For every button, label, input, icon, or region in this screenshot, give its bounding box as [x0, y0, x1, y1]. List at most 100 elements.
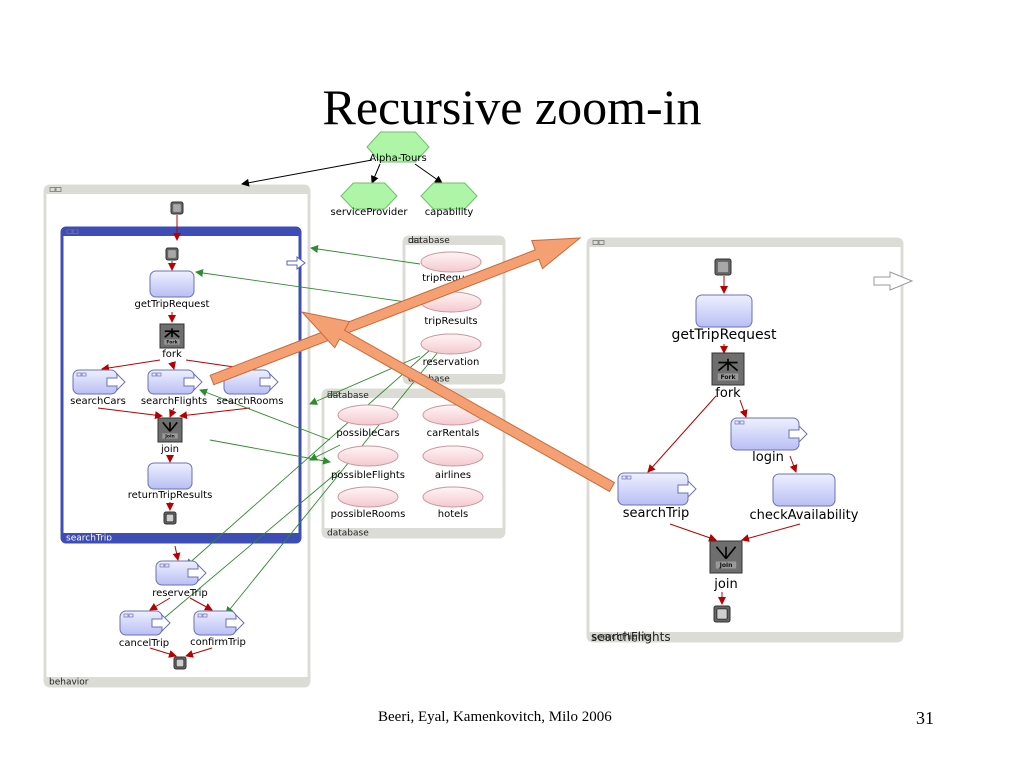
zoom-collapse-icon — [873, 271, 914, 291]
capability-node-shape — [420, 182, 478, 210]
search-trip-end — [163, 511, 177, 525]
service-provider-node-label: serviceProvider — [331, 207, 409, 218]
link-root-service — [371, 163, 381, 184]
search-trip-collapse-icon — [286, 256, 306, 270]
node-search-flights-label: searchFlights — [141, 396, 207, 407]
node-reserve-trip-label: reserveTrip — [152, 588, 207, 599]
node-return-trip-results-box — [147, 462, 193, 490]
zoom-join-glyph: Join — [719, 562, 733, 569]
behavior-start — [170, 201, 184, 215]
node-search-rooms-label: searchRooms — [217, 396, 284, 407]
node-fork-label: fork — [162, 349, 182, 360]
db-car-rentals-label: carRentals — [427, 428, 480, 439]
behavior-container-label: behavior — [49, 678, 89, 688]
data-behavior-flights — [309, 444, 341, 461]
zoom-arrow-back — [300, 311, 616, 493]
node-confirm-trip-label: confirmTrip — [190, 637, 246, 648]
zoom-search-trip-label: searchTrip — [623, 506, 689, 521]
zoom-login-expand-icon — [788, 424, 808, 444]
db-hotels-shape — [422, 486, 484, 508]
db-possible-rooms-shape — [337, 486, 399, 508]
node-get-trip-request-label: getTripRequest — [135, 299, 210, 310]
flow-reserve-confirm — [189, 597, 213, 611]
node-join: Join join — [157, 417, 183, 455]
node-search-flights-expand-icon — [183, 372, 203, 392]
zoom-check-availability: checkAvailability — [750, 473, 859, 523]
db-possible-flights-label: possibleFlights — [331, 470, 405, 481]
zoom-login: login — [730, 417, 808, 465]
zflow-check-join — [741, 523, 801, 542]
node-get-trip-request-box — [149, 270, 195, 298]
search-flights-container-label: searchFlights — [592, 633, 652, 643]
database-bottom-container-label: database — [327, 529, 369, 539]
node-cancel-trip-expand-icon — [151, 613, 171, 633]
zflow-search-join — [669, 523, 717, 542]
zoom-fork-label: fork — [715, 386, 741, 401]
zoom-arrow-to-detail — [209, 237, 582, 386]
node-confirm-trip: confirmTrip — [190, 610, 246, 648]
node-confirm-trip-expand-icon — [225, 613, 245, 633]
database-top-header: database — [408, 236, 450, 246]
zoom-get-trip-request-label: getTripRequest — [672, 327, 777, 343]
db-trip-request: tripRequest — [420, 251, 482, 284]
db-airlines: airlines — [422, 445, 484, 481]
node-reserve-trip: reserveTrip — [152, 560, 208, 599]
capability-node-label: capability — [425, 207, 474, 218]
node-return-trip-results-label: returnTripResults — [128, 490, 213, 501]
db-reservation-shape — [420, 333, 482, 355]
node-search-rooms-expand-icon — [259, 372, 279, 392]
node-reserve-trip-expand-icon — [187, 563, 207, 583]
db-possible-cars-shape — [337, 404, 399, 426]
zflow-fork-login — [739, 399, 748, 418]
link-root-capability — [414, 163, 443, 184]
data-flights-possible — [209, 439, 331, 465]
service-provider-node-shape — [340, 182, 398, 210]
db-trip-request-shape — [420, 251, 482, 273]
node-cancel-trip: cancelTrip — [119, 610, 171, 649]
flow-cancel-end — [149, 647, 177, 658]
db-trip-results-label: tripResults — [424, 316, 477, 327]
flow-confirm-end — [185, 647, 213, 658]
alpha-tours-node-label: Alpha-Tours — [369, 153, 426, 164]
node-join-label: join — [160, 444, 179, 455]
zoom-check-availability-label: checkAvailability — [750, 508, 859, 523]
db-reservation: reservation — [420, 333, 482, 368]
database-bottom-header: database — [327, 391, 369, 401]
node-fork-glyph: Fork — [166, 340, 178, 346]
node-join-glyph: Join — [164, 434, 175, 440]
flow-rooms-join — [179, 407, 251, 420]
search-trip-start — [165, 247, 179, 261]
node-get-trip-request: getTripRequest — [135, 270, 210, 310]
zoom-start — [714, 258, 732, 276]
zoom-get-trip-request: getTripRequest — [672, 294, 777, 343]
capability-node: capability — [420, 182, 478, 218]
search-trip-container-label: searchTrip — [66, 534, 112, 544]
flow-flights-join — [169, 407, 177, 418]
db-possible-flights: possibleFlights — [331, 445, 405, 481]
flow-fork-flights — [168, 361, 176, 370]
db-possible-cars-label: possibleCars — [336, 428, 399, 439]
zflow-fork-search — [647, 395, 717, 473]
link-root-behavior — [241, 159, 373, 187]
node-search-cars-label: searchCars — [70, 396, 126, 407]
db-hotels-label: hotels — [438, 509, 469, 520]
service-provider-node: serviceProvider — [331, 182, 409, 218]
db-possible-rooms-label: possibleRooms — [331, 509, 406, 520]
search-flights-footer-label: searchFlights — [591, 630, 671, 644]
zoom-login-label: login — [752, 450, 784, 465]
flow-reserve-cancel — [149, 597, 171, 611]
data-cancel-link — [149, 469, 341, 631]
db-possible-flights-shape — [337, 445, 399, 467]
node-search-flights: searchFlights — [141, 369, 207, 407]
db-trip-request-label: tripRequest — [422, 273, 480, 284]
data-trip-request-in — [310, 245, 421, 265]
zoom-check-availability-box — [772, 473, 836, 507]
flow-fork-cars — [101, 359, 161, 372]
node-cancel-trip-label: cancelTrip — [119, 638, 169, 649]
zoom-search-trip: searchTrip — [617, 472, 697, 521]
alpha-tours-node: Alpha-Tours — [366, 131, 430, 164]
behavior-end — [173, 656, 187, 670]
